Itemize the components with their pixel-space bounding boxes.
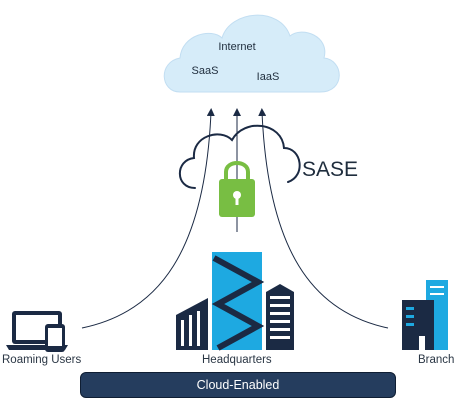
internet-label: Internet xyxy=(218,41,255,53)
lock-icon xyxy=(219,161,255,217)
branch-label: Branch xyxy=(418,354,455,366)
headquarters-label: Headquarters xyxy=(202,354,272,366)
saas-label: SaaS xyxy=(192,65,219,77)
headquarters-buildings-icon xyxy=(176,252,294,351)
tablet-icon xyxy=(45,324,65,352)
sase-label: SASE xyxy=(302,158,358,181)
branch-building-icon xyxy=(402,280,448,350)
flow-line-roaming xyxy=(81,108,215,329)
internet-cloud-icon xyxy=(163,14,340,93)
flow-line-branch xyxy=(258,108,389,329)
cloud-enabled-label: Cloud-Enabled xyxy=(196,378,280,392)
sase-cloud-icon xyxy=(179,124,301,189)
iaas-label: IaaS xyxy=(257,71,280,83)
roaming-users-label: Roaming Users xyxy=(2,354,82,366)
cloud-enabled-bar: Cloud-Enabled xyxy=(80,372,396,398)
